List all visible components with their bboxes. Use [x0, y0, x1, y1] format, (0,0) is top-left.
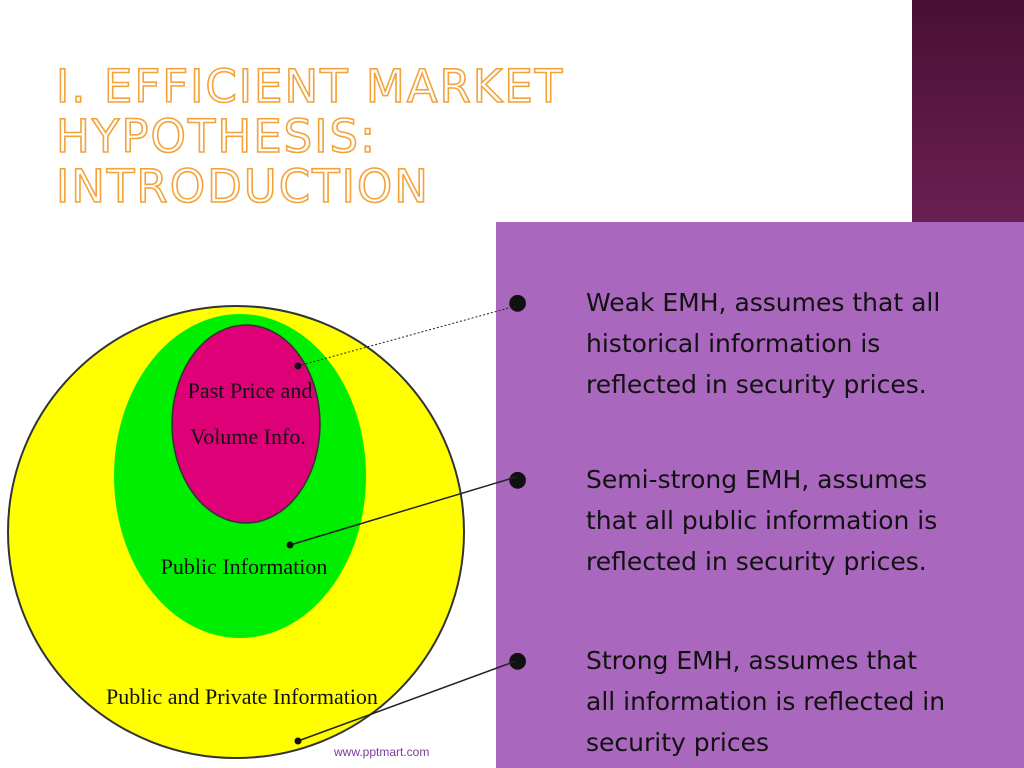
semi-strong-connector-line: [289, 476, 517, 546]
slide-title-line-2: Introduction: [55, 160, 430, 213]
strong-connector-line: [297, 660, 517, 742]
bullet-text: Strong EMH, assumes that all information…: [586, 640, 1022, 763]
inner-label-line-1: Past Price and: [188, 378, 313, 403]
content-panel: ● Weak EMH, assumes that all historical …: [496, 222, 1024, 768]
strong-connector-dot: [294, 737, 302, 745]
footer-url: www.pptmart.com: [334, 745, 430, 759]
bullet-text-line: reflected in security prices.: [586, 547, 927, 576]
bullet-marker: ●: [508, 467, 528, 492]
inner-circle-past-price: [171, 324, 321, 524]
bullet-text-line: that all public information is: [586, 506, 938, 535]
bullet-marker: ●: [508, 648, 528, 673]
middle-label: Public Information: [161, 554, 328, 579]
slide-title-line-1: I. Efficient Market Hypothesis:: [55, 60, 565, 163]
bullet-text-line: Strong EMH, assumes that: [586, 646, 918, 675]
weak-connector-line: [297, 305, 517, 367]
weak-connector-dot: [294, 362, 302, 370]
semi-strong-connector-dot: [286, 541, 294, 549]
bullet-text-line: Weak EMH, assumes that all: [586, 288, 941, 317]
bullet-text-line: security prices: [586, 728, 770, 757]
bullet-text-line: historical information is: [586, 329, 881, 358]
bullet-text-line: reflected in security prices.: [586, 370, 927, 399]
bullet-text: Weak EMH, assumes that all historical in…: [586, 282, 1022, 405]
bullet-marker: ●: [508, 290, 528, 315]
slide-title: I. Efficient Market Hypothesis: Introduc…: [55, 60, 896, 213]
outer-label: Public and Private Information: [106, 684, 378, 709]
bullet-text: Semi-strong EMH, assumes that all public…: [586, 459, 1022, 582]
bullet-text-line: all information is reflected in: [586, 687, 946, 716]
corner-accent-bar: [912, 0, 1024, 222]
bullet-text-line: Semi-strong EMH, assumes: [586, 465, 928, 494]
inner-label-line-2: Volume Info.: [190, 424, 306, 449]
